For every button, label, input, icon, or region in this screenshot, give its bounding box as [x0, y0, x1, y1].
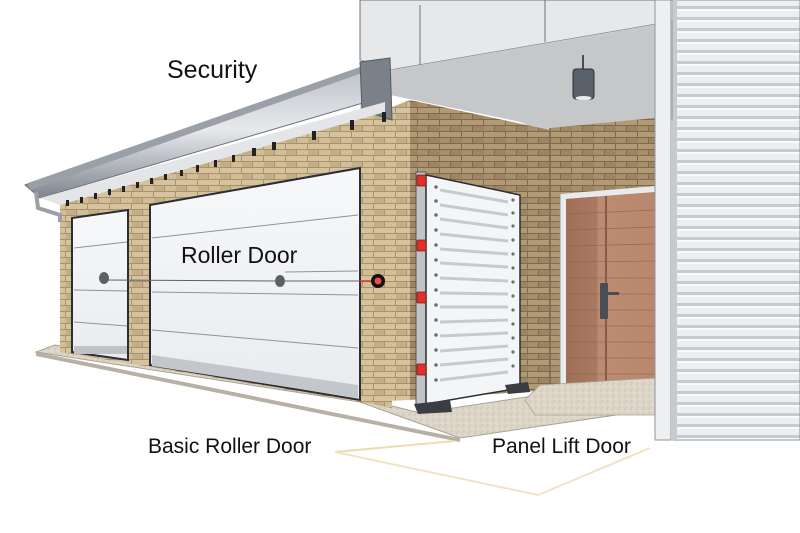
leader-line [334, 440, 456, 453]
leader-line [334, 447, 651, 497]
door-handle-icon [600, 283, 608, 319]
security-lock-icons [416, 174, 427, 376]
security-label: Security [167, 56, 258, 84]
roller-shutter [672, 0, 800, 441]
panel-lift-door-label: Panel Lift Door [492, 435, 631, 458]
basic-roller-door-label: Basic Roller Door [148, 435, 312, 458]
pendant-light [572, 68, 595, 100]
roller-door-label: Roller Door [181, 242, 298, 268]
small-roller-door [71, 208, 129, 362]
wooden-entry-door [566, 192, 655, 384]
sensor-dot [99, 272, 109, 284]
large-roller-door [149, 166, 361, 402]
building-column [654, 0, 672, 441]
